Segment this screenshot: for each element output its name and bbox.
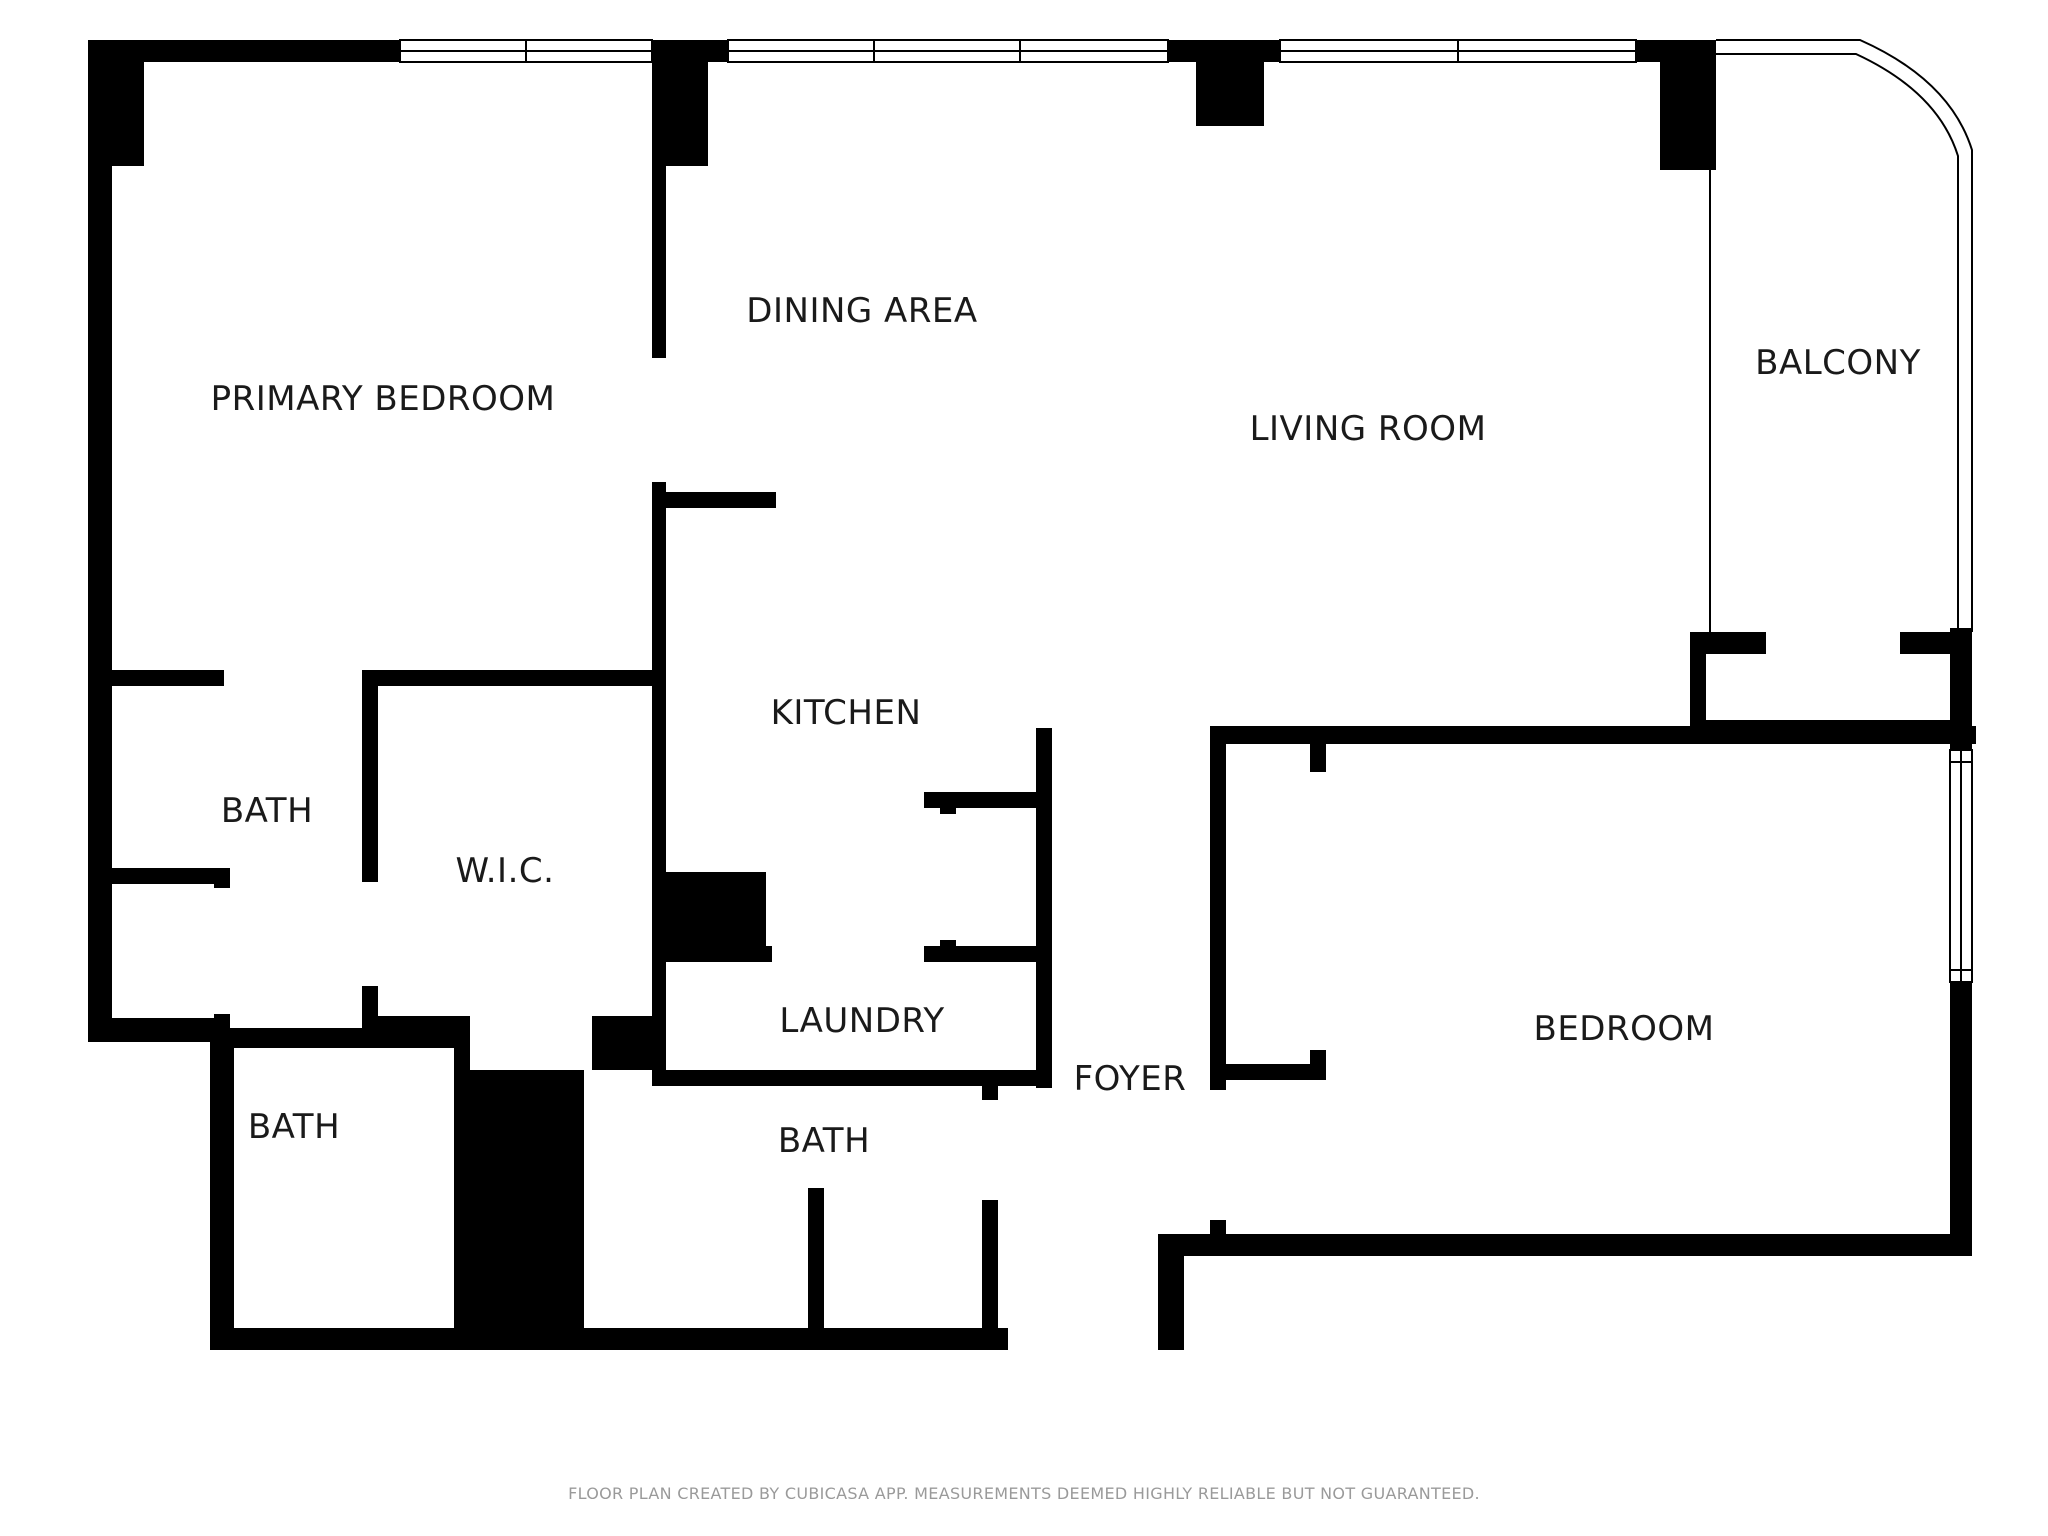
wall-left-outer <box>88 40 112 1042</box>
label-bath-center: BATH <box>778 1121 870 1161</box>
wall-wic-right <box>652 670 666 1016</box>
wall-primary-right-bottom <box>652 482 666 682</box>
wall-closet-bottom <box>1210 1064 1326 1080</box>
wall-top-left <box>88 40 400 62</box>
wall-primary-right-top <box>652 40 666 358</box>
shaft-block <box>456 1070 584 1350</box>
column-top-right <box>1660 40 1716 170</box>
wall-primary-bottom-left <box>88 670 224 686</box>
wall-closet-right-top <box>1310 740 1326 772</box>
wall-lower-bath-right <box>454 1028 470 1350</box>
wall-primary-bottom-right <box>374 670 666 686</box>
label-bath-upper-left: BATH <box>221 791 313 831</box>
wall-center-bath-right-top <box>982 1086 998 1100</box>
label-foyer: FOYER <box>1074 1059 1187 1099</box>
wall-center-bath-divider <box>808 1188 824 1328</box>
wall-foyer-step <box>1158 1234 1218 1256</box>
wall-kitchen-stub-left-top <box>940 792 956 814</box>
label-dining-area: DINING AREA <box>746 291 977 331</box>
wall-left-lower <box>88 1018 230 1042</box>
balcony-railing <box>1716 39 1973 632</box>
label-bedroom: BEDROOM <box>1534 1009 1715 1049</box>
wall-wic-bottom-right <box>592 1016 666 1070</box>
wall-bath-shelf <box>88 868 230 884</box>
windows <box>399 39 1973 983</box>
wall-center-bath-right-bottom <box>982 1200 998 1328</box>
balcony-railing-inner <box>1716 53 1959 632</box>
wall-bedroom-right-bottom <box>1950 982 1972 1256</box>
wall-balcony-bottom-right <box>1900 632 1972 654</box>
label-balcony: BALCONY <box>1755 343 1921 383</box>
wall-balcony-bottom-left <box>1690 632 1766 654</box>
walls <box>88 40 1976 1350</box>
label-living-room: LIVING ROOM <box>1250 409 1487 449</box>
label-bath-lower-left: BATH <box>248 1107 340 1147</box>
label-primary-bedroom: PRIMARY BEDROOM <box>211 379 556 419</box>
wall-bedroom-right-top <box>1950 628 1972 750</box>
wall-balcony-closet-left <box>1690 632 1706 736</box>
wall-kitchen-bottom-right <box>924 946 1052 962</box>
label-laundry: LAUNDRY <box>779 1001 944 1041</box>
wall-laundry-top-left <box>652 946 772 962</box>
wall-bedroom-bottom <box>1210 1234 1972 1256</box>
label-kitchen: KITCHEN <box>771 693 922 733</box>
wall-lower-bath-left <box>210 1028 234 1350</box>
wall-laundry-bottom <box>652 1070 1052 1086</box>
wall-balcony-closet-bottom <box>1690 720 1972 736</box>
column-top-center <box>1196 40 1264 126</box>
label-wic: W.I.C. <box>456 851 555 891</box>
wall-lower-bath-top <box>210 1028 470 1048</box>
wall-bath-wic-top <box>362 670 378 882</box>
wall-bath-shelf-post <box>214 868 230 888</box>
footer-disclaimer: FLOOR PLAN CREATED BY CUBICASA APP. MEAS… <box>568 1484 1480 1503</box>
wall-bedroom-left-top <box>1210 726 1226 1090</box>
wall-bottom <box>210 1328 1008 1350</box>
wall-dining-stub <box>652 492 776 508</box>
room-labels: PRIMARY BEDROOM DINING AREA LIVING ROOM … <box>211 291 1921 1161</box>
wall-kitchen-stub-vertical <box>1036 728 1052 1088</box>
